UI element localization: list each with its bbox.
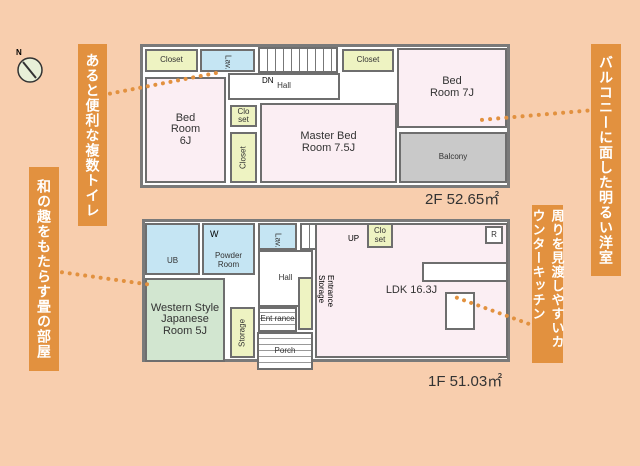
- floor-area-1f: 1F 51.03㎡: [428, 373, 503, 390]
- porch: Porch: [257, 332, 313, 370]
- callout-balcony-room: バルコニーに面した明るい洋室: [591, 44, 621, 276]
- compass-icon: N: [14, 48, 46, 84]
- down-label: DN: [262, 76, 274, 85]
- dining-table: [445, 292, 475, 330]
- stairs-2f: [258, 47, 338, 73]
- compass-north-label: N: [16, 48, 22, 57]
- closet-2f-a: Closet: [145, 49, 198, 72]
- leader-japanese-room: [59, 270, 150, 287]
- callout-kitchen: 周りを見渡しやすいカウンターキッチン: [531, 205, 565, 363]
- bedroom-7j: Bed Room 7J: [397, 48, 507, 128]
- ldk: LDK 16.3J: [315, 223, 508, 358]
- up-label: UP: [348, 234, 360, 243]
- kitchen-counter: [422, 262, 508, 282]
- balcony: Balcony: [399, 132, 507, 183]
- master-bedroom: Master Bed Room 7.5J: [260, 103, 397, 183]
- storage-1f: Storage: [230, 307, 255, 358]
- refrigerator: R: [485, 226, 503, 244]
- lavatory-1f: Lav.: [258, 223, 297, 250]
- closet-2f-small: Clo set: [230, 105, 257, 127]
- closet-1f: Clo set: [367, 223, 393, 248]
- washer-label: W: [210, 229, 219, 239]
- callout-toilets: あると便利な複数トイレ: [78, 44, 107, 226]
- entrance-storage-shelf: [298, 277, 313, 330]
- unit-bath: UB: [145, 223, 200, 275]
- hall-2f: Hall: [228, 73, 340, 100]
- floor-area-2f: 2F 52.65㎡: [425, 191, 500, 208]
- western-japanese-room: Western Style Japanese Room 5J: [145, 278, 225, 362]
- powder-room: Powder Room: [202, 223, 255, 275]
- callout-japanese-room: 和の趣をもたらす畳の部屋: [29, 167, 59, 371]
- closet-2f-vertical: Closet: [230, 132, 257, 183]
- bedroom-6j: Bed Room 6J: [145, 77, 226, 183]
- lavatory-2f: Lav.: [200, 49, 255, 72]
- entrance: Ent rance: [258, 307, 297, 332]
- closet-2f-b: Closet: [342, 49, 394, 72]
- entrance-storage-label: Entrance Storage: [317, 275, 335, 308]
